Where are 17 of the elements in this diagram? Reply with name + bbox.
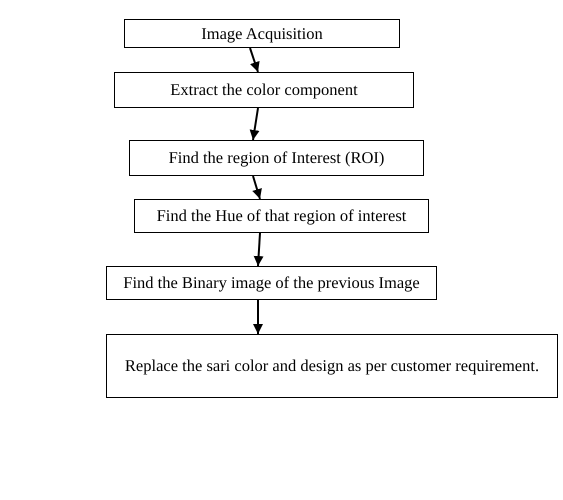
process-box: [134, 199, 429, 233]
arrow: [250, 108, 260, 140]
step-text: Find the Hue of that region of interest: [156, 205, 406, 227]
step-text: Extract the color component: [170, 79, 358, 101]
step-text: Find the region of Interest (ROI): [168, 147, 384, 169]
arrow: [253, 300, 263, 334]
process-box: [114, 72, 414, 108]
process-box: [106, 334, 558, 398]
step-text: Find the Binary image of the previous Image: [123, 272, 420, 294]
step-text: Image Acquisition: [201, 22, 323, 44]
arrow: [254, 232, 264, 266]
process-box: [106, 266, 437, 300]
arrow: [249, 48, 260, 72]
process-box: [129, 140, 424, 176]
process-box: [124, 19, 400, 48]
arrow: [252, 176, 262, 200]
step-text: Replace the sari color and design as per customer requirement.: [124, 355, 540, 377]
